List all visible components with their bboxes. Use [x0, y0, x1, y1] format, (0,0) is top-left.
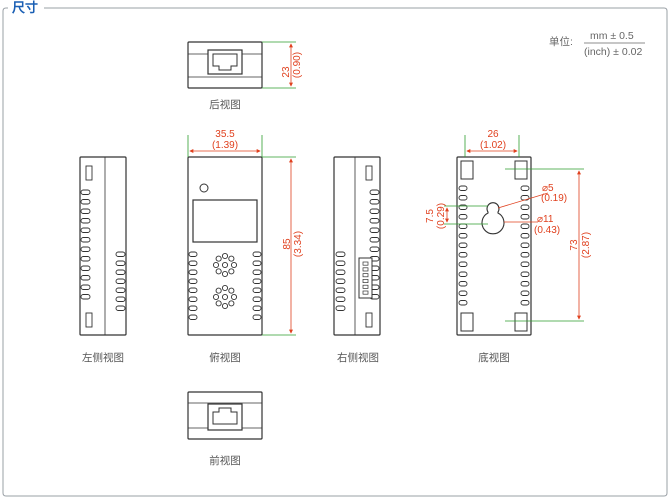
bottom-pitch-in: (2.87)	[581, 232, 592, 258]
panel-title: 尺寸	[12, 0, 38, 16]
rj45-port-icon	[207, 403, 243, 431]
vent-slots	[80, 189, 126, 311]
bottom-width-in: (1.02)	[480, 140, 506, 151]
top-width-mm: 35.5	[215, 129, 235, 140]
terminal-block-icon	[358, 257, 373, 299]
units-imperial: (inch) ± 0.02	[584, 46, 642, 58]
rear-height-in: (0.90)	[292, 52, 303, 78]
led-cluster	[212, 252, 238, 310]
rj45-port-icon	[207, 49, 243, 75]
units-metric: mm ± 0.5	[590, 30, 634, 42]
rear-height-mm: 23	[281, 66, 292, 78]
bottom-hole-large-mm: ⌀11	[537, 214, 554, 225]
rear-view-label: 后视图	[209, 98, 241, 111]
units-legend: 单位: mm ± 0.5 (inch) ± 0.02	[549, 30, 645, 58]
rear-view: 23 (0.90)	[187, 41, 303, 89]
top-width-in: (1.39)	[212, 140, 238, 151]
bottom-offset-mm: 7.5	[425, 209, 436, 223]
bottom-view: 26 (1.02) 7.5 (0.29) ⌀5 (0.19) ⌀11 (0.43…	[425, 129, 592, 336]
panel-frame	[2, 7, 668, 497]
bottom-pitch-mm: 73	[569, 239, 580, 251]
top-view: 35.5 (1.39) 85 (3.34)	[187, 129, 304, 336]
bottom-hole-small-in: (0.19)	[541, 193, 567, 204]
top-view-label: 俯视图	[209, 351, 241, 364]
left-side-view	[79, 156, 127, 336]
bottom-offset-in: (0.29)	[436, 203, 447, 229]
bottom-width-mm: 26	[487, 129, 499, 140]
right-side-view	[333, 156, 381, 336]
left-view-label: 左侧视图	[82, 351, 124, 364]
bottom-hole-large-in: (0.43)	[534, 225, 560, 236]
top-length-in: (3.34)	[293, 231, 304, 257]
units-label: 单位:	[549, 35, 573, 48]
bottom-hole-small-mm: ⌀5	[542, 183, 554, 194]
top-length-mm: 85	[282, 238, 293, 250]
vent-slots	[458, 185, 530, 306]
front-view	[187, 391, 263, 440]
right-view-label: 右侧视图	[337, 351, 379, 364]
front-view-label: 前视图	[209, 454, 241, 467]
vent-slots	[188, 251, 262, 320]
bottom-view-label: 底视图	[478, 351, 510, 364]
